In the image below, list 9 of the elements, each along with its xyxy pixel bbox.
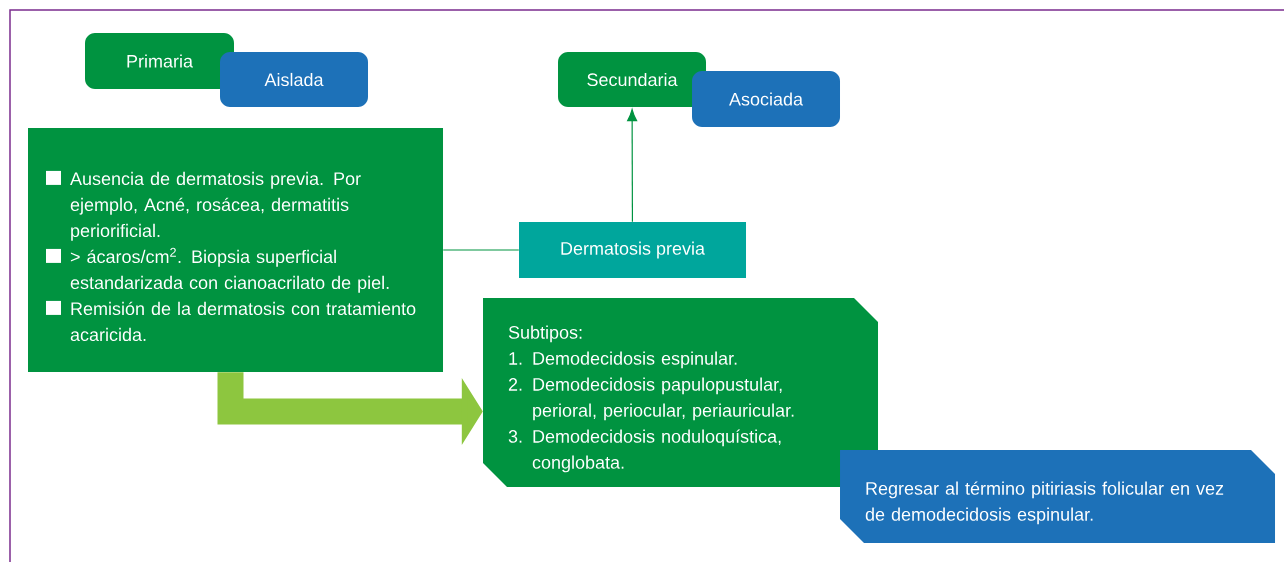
process-box: Dermatosis previa bbox=[519, 222, 746, 278]
rounded-box: Secundaria bbox=[558, 52, 706, 107]
arrow bbox=[627, 108, 638, 223]
note-box: Regresar al término pitiriasis folicular en vez de demodecidosis espinular. bbox=[840, 450, 1275, 543]
rounded-box: Aislada bbox=[220, 52, 368, 107]
connector-line bbox=[442, 249, 520, 251]
criteria-box: Ausencia de dermatosis previa. Por ejemplo, Acné, rosácea, dermatitis periorificial. > ácaros/cm$^{2}$. Biopsia superficial estandarizada con cianoacrilato de piel. Remisión de la dermatosis con tratamiento acaricida. bbox=[28, 128, 443, 372]
rounded-box: Primaria bbox=[85, 33, 234, 89]
rounded-box: Asociada bbox=[692, 71, 840, 127]
